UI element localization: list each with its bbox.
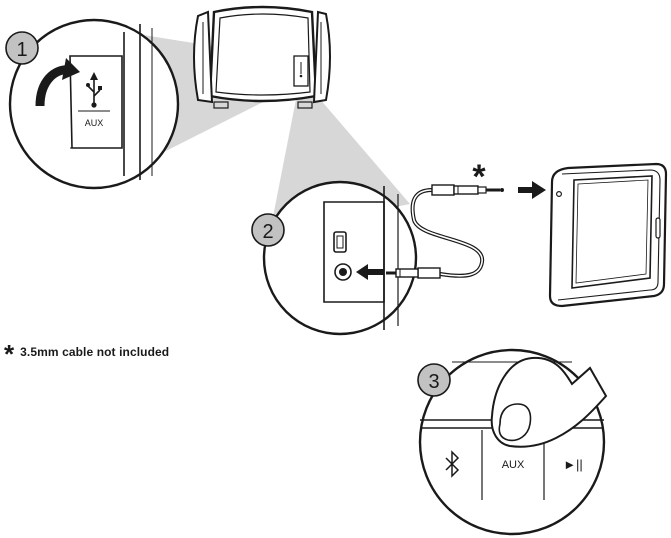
aux-button-label: AUX (502, 459, 525, 471)
play-pause-icon: ►|| (563, 457, 583, 472)
step-number-1: 1 (16, 39, 27, 61)
speaker-device (193, 5, 331, 109)
insert-arrow-icon (356, 264, 384, 280)
tablet-device (548, 162, 668, 308)
cable-note-asterisk: * (472, 158, 486, 196)
connect-arrow-icon (518, 181, 546, 199)
detail-circle-2 (262, 180, 418, 336)
usb-port-slot (333, 231, 347, 253)
finger-press-icon (490, 356, 608, 448)
step-badge-1: 1 (5, 31, 39, 65)
aux-port-label: AUX (85, 118, 104, 128)
aux-cable (410, 188, 485, 278)
footnote: * 3.5mm cable not included (4, 341, 170, 367)
tablet-home-button (655, 217, 661, 239)
step-badge-2: 2 (251, 213, 285, 247)
open-cover-arrow-icon (35, 58, 80, 107)
detail-circle-3: AUX ►|| (418, 348, 608, 536)
detail-circle-1: AUX (8, 18, 180, 190)
step-badge-3: 3 (417, 363, 451, 397)
footnote-asterisk: * (4, 339, 15, 369)
usb-icon (86, 72, 102, 108)
footnote-text: 3.5mm cable not included (20, 345, 170, 359)
aux-jack-icon (334, 263, 352, 281)
step-number-3: 3 (428, 371, 439, 393)
tablet-screen (571, 175, 653, 289)
cable-plug-bottom (386, 267, 441, 279)
cable-plug-top (431, 184, 504, 196)
bluetooth-icon (445, 450, 460, 478)
step-number-2: 2 (262, 221, 273, 243)
speaker-aux-port-icon (299, 62, 303, 78)
